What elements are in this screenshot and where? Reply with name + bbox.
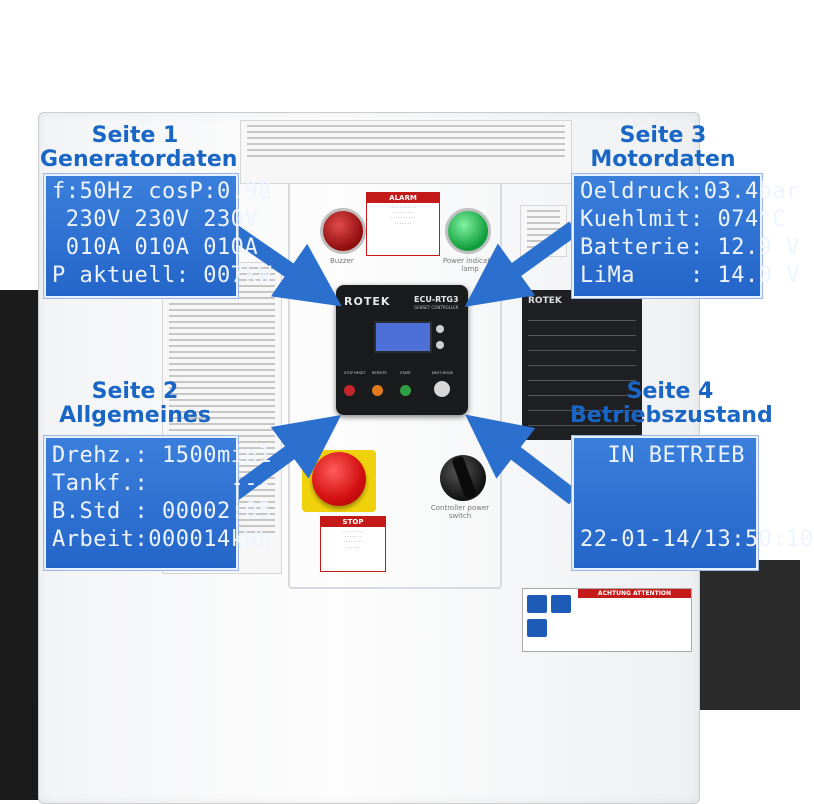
page4-title: Seite 4 Betriebszustand [570,379,773,428]
page2-line1: Drehz.: 1500min1 [52,443,272,468]
btn-label-stop: STOP RESET [344,371,366,375]
page3-lcd: Oeldruck:03.4bar Kuehlmit: 074°C Batteri… [572,174,800,298]
page3-title-line1: Seite 3 [619,123,707,148]
right-frame-area [690,560,800,710]
controller-model: ECU-RTG3 [414,295,459,304]
page1-title-line2: Generatordaten [40,147,238,172]
page4-line2 [580,470,756,498]
page4-lcd: IN BETRIEB 22-01-14/13:50:10 [572,436,814,570]
page1-line4: P aktuell: 007kW [52,263,272,288]
arrows-layer [223,221,579,505]
page4-line4: 22-01-14/13:50:10 [580,527,814,552]
alarm-fine-print: · · · · · · · · · · ·· · · · · · · · ·· … [389,205,417,226]
rating-plate: ROTEK [522,290,642,440]
page1-line1: f:50Hz cosP:0.98 [52,179,272,204]
controller-lcd [374,321,432,353]
page2-title: Seite 2 Allgemeines [40,380,230,428]
page2-line4: Arbeit:000014kWh [52,527,272,552]
page1-line2: 230V 230V 230V [52,207,259,232]
page3-line3: Batterie: 12.9 V [580,235,800,260]
page2-line2: Tankf.: --- [52,471,272,496]
btn-label-start: START [400,371,411,375]
page2-line3: B.Std : 00002:05 [52,499,272,524]
page4-line1: IN BETRIEB [580,443,745,468]
btn-label-remote: REMOTE [372,371,387,375]
page3-title: Seite 3 Motordaten [570,124,756,172]
controller-power-label: Controller power switch [430,504,490,520]
attention-sticker: ACHTUNG ATTENTION [522,588,692,652]
rating-plate-brand: ROTEK [528,296,562,306]
page3-line4: LiMa : 14.0 V [580,263,800,288]
page1-title-line1: Seite 1 [91,123,179,148]
genset-controller: ROTEK ECU-RTG3 GENSET CONTROLLER STOP RE… [336,285,468,415]
stop-heading: STOP [321,517,385,527]
page4-title-line1: Seite 4 [626,379,714,404]
page4-line3 [580,498,756,526]
nav-button-right[interactable] [436,341,444,349]
page1-lcd: f:50Hz cosP:0.98 230V 230V 230V 010A 010… [44,174,272,298]
page3-line2: Kuehlmit: 074°C [580,207,787,232]
nav-button-left[interactable] [436,325,444,333]
remote-button[interactable] [372,385,383,396]
ear-protection-icon [527,619,547,637]
page4-title-line2: Betriebszustand [570,403,773,428]
start-button[interactable] [400,385,411,396]
controller-brand: ROTEK [344,295,391,308]
arrow-page3 [464,221,579,307]
buzzer-label: Buzzer [330,257,354,265]
ok-button[interactable] [434,381,450,397]
page1-title: Seite 1 Generatordaten [40,123,238,172]
stop-fine-print: · · · · · · · · ·· · · · · · ·· · · · · … [342,529,364,550]
manual-icon [551,595,571,613]
stop-reset-button[interactable] [344,385,355,396]
alarm-heading: ALARM [367,193,439,203]
instruction-sheet-top [240,120,572,184]
warning-icon [527,595,547,613]
page2-title-line2: Allgemeines [59,403,211,428]
btn-label-next: NEXT MODE [432,371,454,375]
page3-line1: Oeldruck:03.4bar [580,179,800,204]
page2-title-line1: Seite 2 [91,379,179,404]
page3-title-line2: Motordaten [590,147,736,172]
generator-control-panel-photo: Buzzer Power indicator lamp ALARM · · · … [0,112,814,804]
attention-heading: ACHTUNG ATTENTION [578,589,691,598]
alarm-sticker: ALARM · · · · · · · · · · ·· · · · · · ·… [366,192,440,256]
controller-subtitle: GENSET CONTROLLER [414,305,459,310]
page1-line3: 010A 010A 010A [52,235,259,260]
arrow-page1 [223,221,342,307]
arrow-page4 [465,414,579,505]
stop-sticker: STOP · · · · · · · · ·· · · · · · ·· · ·… [320,516,386,572]
page2-lcd: Drehz.: 1500min1 Tankf.: --- B.Std : 000… [44,436,272,570]
arrow-page2 [223,414,342,505]
